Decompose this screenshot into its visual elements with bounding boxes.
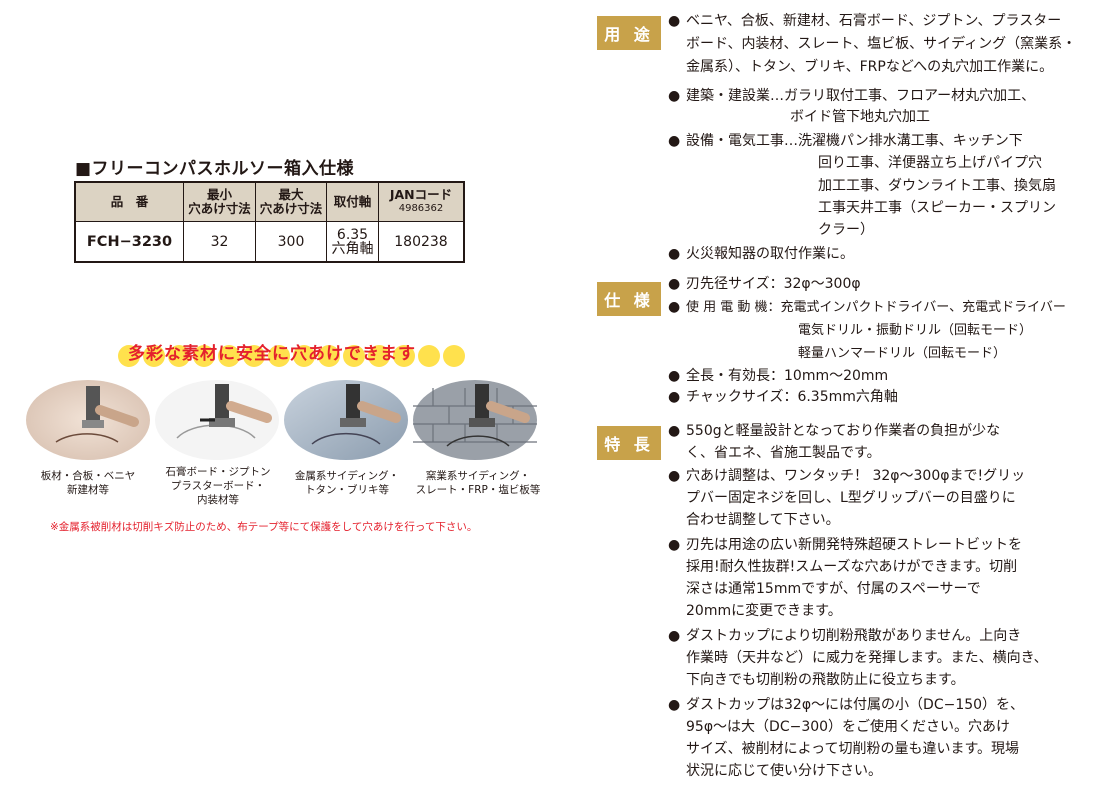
materials-banner: 多彩な素材に安全に穴あけできます	[118, 338, 465, 372]
bullet: ●	[668, 299, 681, 315]
bullet: ●	[668, 628, 681, 644]
bullet: ●	[668, 246, 681, 262]
bullet: ●	[668, 537, 681, 553]
bullet: ●	[668, 389, 681, 405]
bullet: ●	[668, 368, 681, 384]
cell-shaft: 6.35 六角軸	[326, 221, 379, 263]
usage-line: ボイド管下地丸穴加工	[790, 109, 930, 125]
material-caption-metal: 金属系サイディング・ トタン・ブリキ等	[294, 470, 400, 496]
bullet: ●	[668, 276, 681, 292]
bullet: ●	[668, 468, 681, 484]
features-label: 特 長	[597, 426, 661, 460]
cell-max: 300	[255, 221, 327, 263]
usage-line: 加工工事、ダウンライト工事、換気扇	[818, 178, 1056, 194]
usage-line: 火災報知器の取付作業に。	[686, 246, 854, 262]
usage-line: 工事天井工事（スピーカー・スプリン	[818, 200, 1056, 216]
usage-line: 設備・電気工事…洗濯機パン排水溝工事、キッチン下	[686, 133, 1023, 149]
feature-line: ダストカップは32φ〜には付属の小（DC−150）を、	[686, 697, 1025, 713]
bullet: ●	[668, 423, 681, 439]
feature-line: 採用!耐久性抜群!スムーズな穴あけができます。切削	[686, 559, 1018, 575]
feature-line: く、省エネ、省施工製品です。	[686, 445, 881, 461]
col-max: 最大 穴あけ寸法	[255, 181, 327, 222]
material-photo-gypsum	[155, 380, 279, 460]
feature-line: 20mmに変更できます。	[686, 603, 842, 619]
feature-line: 状況に応じて使い分け下さい。	[686, 763, 882, 779]
feature-line: 穴あけ調整は、ワンタッチ！ 32φ〜300φまで!グリッ	[686, 468, 1026, 484]
material-photo-siding	[413, 380, 537, 460]
feature-line: プバー固定ネジを回し、L型グリップバーの目盛りに	[686, 490, 1016, 506]
cell-model: FCH−3230	[74, 221, 184, 263]
material-photo-wood	[26, 380, 150, 460]
material-photo-metal	[284, 380, 408, 460]
feature-line: 深さは通常15mmですが、付属のスペーサーで	[686, 581, 981, 597]
materials-note: ※金属系被削材は切削キズ防止のため、布テープ等にて保護をして穴あけを行って下さい…	[50, 521, 478, 533]
banner-dots	[118, 345, 465, 371]
specs-line: 使 用 電 動 機：充電式インパクトドライバー、充電式ドライバー	[686, 300, 1066, 315]
banner-text: 多彩な素材に安全に穴あけできます	[128, 344, 416, 364]
specs-label: 仕 様	[597, 282, 661, 316]
usage-line: ベニヤ、合板、新建材、石膏ボード、ジプトン、プラスター	[686, 13, 1062, 29]
jan-prefix: 4986362	[398, 203, 444, 214]
col-model: 品 番	[74, 181, 184, 222]
specs-line: 刃先径サイズ：32φ〜300φ	[686, 276, 861, 292]
usage-line: ボード、内装材、スレート、塩ビ板、サイディング（窯業系・	[686, 36, 1077, 52]
material-caption-siding: 窯業系サイディング・ スレート・FRP・塩ビ板等	[415, 470, 541, 496]
feature-line: サイズ、被削材によって切削粉の量も違います。現場	[686, 741, 1020, 757]
feature-line: 作業時（天井など）に威力を発揮します。また、横向き、	[686, 650, 1048, 666]
spec-row: FCH−3230 32 300 6.35 六角軸 180238	[74, 221, 465, 263]
specs-line: 全長・有効長：10mm〜20mm	[686, 368, 889, 384]
feature-line: 刃先は用途の広い新開発特殊超硬ストレートビットを	[686, 537, 1022, 553]
feature-line: 合わせ調整して下さい。	[686, 512, 840, 528]
usage-line: クラー）	[818, 222, 874, 238]
col-shaft: 取付軸	[326, 181, 379, 222]
feature-line: 95φ〜は大（DC−300）をご使用ください。穴あけ	[686, 719, 1011, 735]
material-caption-gypsum: 石膏ボード・ジプトン プラスターボード・ 内装材等	[165, 466, 271, 506]
material-caption-wood: 板材・合板・ベニヤ 新建材等	[40, 470, 136, 496]
usage-line: 建築・建設業…ガラリ取付工事、フロアー材丸穴加工、	[686, 88, 1036, 104]
specs-line: 電気ドリル・振動ドリル（回転モード）	[798, 323, 1033, 338]
bullet: ●	[668, 88, 681, 104]
cell-jan: 180238	[378, 221, 465, 263]
specs-line: チャックサイズ：6.35mm六角軸	[686, 389, 898, 405]
usage-line: 回り工事、洋便器立ち上げパイプ穴	[818, 155, 1042, 171]
feature-line: 下向きでも切削粉の飛散防止に役立ちます。	[686, 672, 965, 688]
cell-min: 32	[183, 221, 256, 263]
bullet: ●	[668, 13, 681, 29]
feature-line: 550gと軽量設計となっており作業者の負担が少な	[686, 423, 1001, 439]
specs-line: 軽量ハンマードリル（回転モード）	[798, 346, 1007, 361]
col-min: 最小 穴あけ寸法	[183, 181, 256, 222]
col-jan-label: JANコード	[389, 187, 453, 202]
bullet: ●	[668, 133, 681, 149]
feature-line: ダストカップにより切削粉飛散がありません。上向き	[686, 628, 1022, 644]
spec-title: ■フリーコンパスホルソー箱入仕様	[75, 159, 355, 179]
usage-line: 金属系）、トタン、ブリキ、FRPなどへの丸穴加工作業に。	[686, 59, 1054, 75]
bullet: ●	[668, 697, 681, 713]
usage-label: 用 途	[597, 16, 661, 50]
